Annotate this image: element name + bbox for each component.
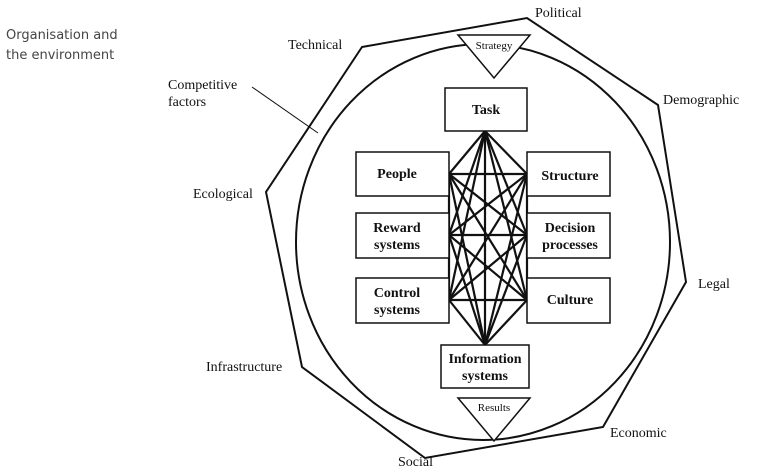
control-label-1: Control	[374, 286, 421, 301]
decision-label-1: Decision	[545, 221, 596, 236]
competitive-factors-leader	[251, 86, 319, 134]
decision-processes-box: Decision processes	[526, 212, 611, 259]
label-factors: factors	[168, 95, 206, 110]
label-legal: Legal	[698, 277, 730, 292]
results-label: Results	[478, 402, 510, 414]
caption-line-2: the environment	[6, 48, 115, 63]
label-competitive: Competitive	[168, 78, 237, 93]
task-label: Task	[472, 103, 501, 118]
control-systems-box: Control systems	[355, 277, 450, 324]
people-box: People	[355, 151, 450, 197]
decision-label-2: processes	[542, 238, 598, 253]
strategy-triangle: Strategy	[456, 34, 532, 80]
culture-label: Culture	[547, 293, 593, 308]
structure-label: Structure	[541, 169, 598, 184]
caption: Organisation and the environment	[6, 26, 156, 66]
environment-octagon	[264, 16, 688, 460]
results-triangle: Results	[456, 397, 532, 443]
reward-label-1: Reward	[373, 221, 421, 236]
structure-box: Structure	[526, 151, 611, 197]
people-label: People	[377, 167, 417, 182]
label-infrastructure: Infrastructure	[206, 360, 282, 375]
information-systems-box: Information systems	[440, 344, 530, 389]
label-ecological: Ecological	[193, 187, 253, 202]
control-label-2: systems	[374, 303, 420, 318]
reward-systems-box: Reward systems	[355, 212, 450, 259]
task-box: Task	[444, 87, 528, 132]
caption-line-1: Organisation and	[6, 28, 118, 43]
info-label-2: systems	[462, 369, 508, 384]
label-demographic: Demographic	[663, 93, 739, 108]
label-technical: Technical	[288, 38, 342, 53]
label-political: Political	[535, 6, 582, 21]
connection-network	[447, 130, 529, 346]
info-label-1: Information	[448, 352, 521, 367]
label-social: Social	[398, 455, 433, 470]
strategy-label: Strategy	[476, 40, 513, 52]
reward-label-2: systems	[374, 238, 420, 253]
culture-box: Culture	[526, 277, 611, 324]
label-economic: Economic	[610, 426, 667, 441]
